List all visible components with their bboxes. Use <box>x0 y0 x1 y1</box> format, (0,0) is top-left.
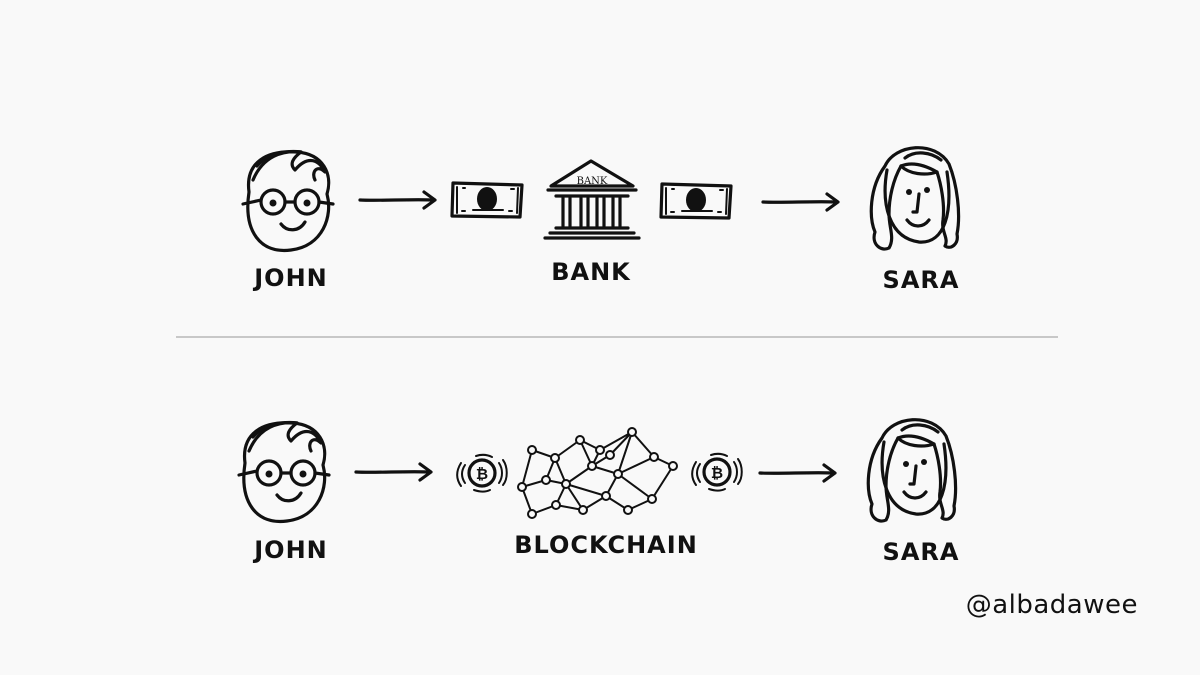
arrow-right-icon <box>763 194 838 210</box>
bitcoin-coin-icon <box>692 454 742 491</box>
arrow-right-icon <box>360 192 435 208</box>
sara-face-icon-top <box>871 148 958 249</box>
sara-face-icon-bottom <box>868 420 955 521</box>
arrow-right-icon <box>760 465 835 481</box>
top-sender-label: JOHN <box>254 264 328 292</box>
bank-sign-text: BANK <box>577 176 608 187</box>
blockchain-network-icon <box>518 428 677 518</box>
top-middle-label: BANK <box>551 258 631 286</box>
dollar-bill-icon <box>661 184 731 218</box>
bottom-receiver-label: SARA <box>883 538 960 566</box>
top-receiver-label: SARA <box>883 266 960 294</box>
dollar-bill-icon <box>452 183 522 217</box>
bottom-middle-label: BLOCKCHAIN <box>514 531 698 559</box>
bank-building-icon: BANK <box>545 161 639 238</box>
john-face-icon-bottom <box>239 423 329 522</box>
john-face-icon-top <box>243 152 333 251</box>
arrow-right-icon <box>356 464 431 480</box>
author-credit: @albadawee <box>966 590 1138 620</box>
bitcoin-coin-icon <box>457 455 507 492</box>
bottom-sender-label: JOHN <box>254 536 328 564</box>
